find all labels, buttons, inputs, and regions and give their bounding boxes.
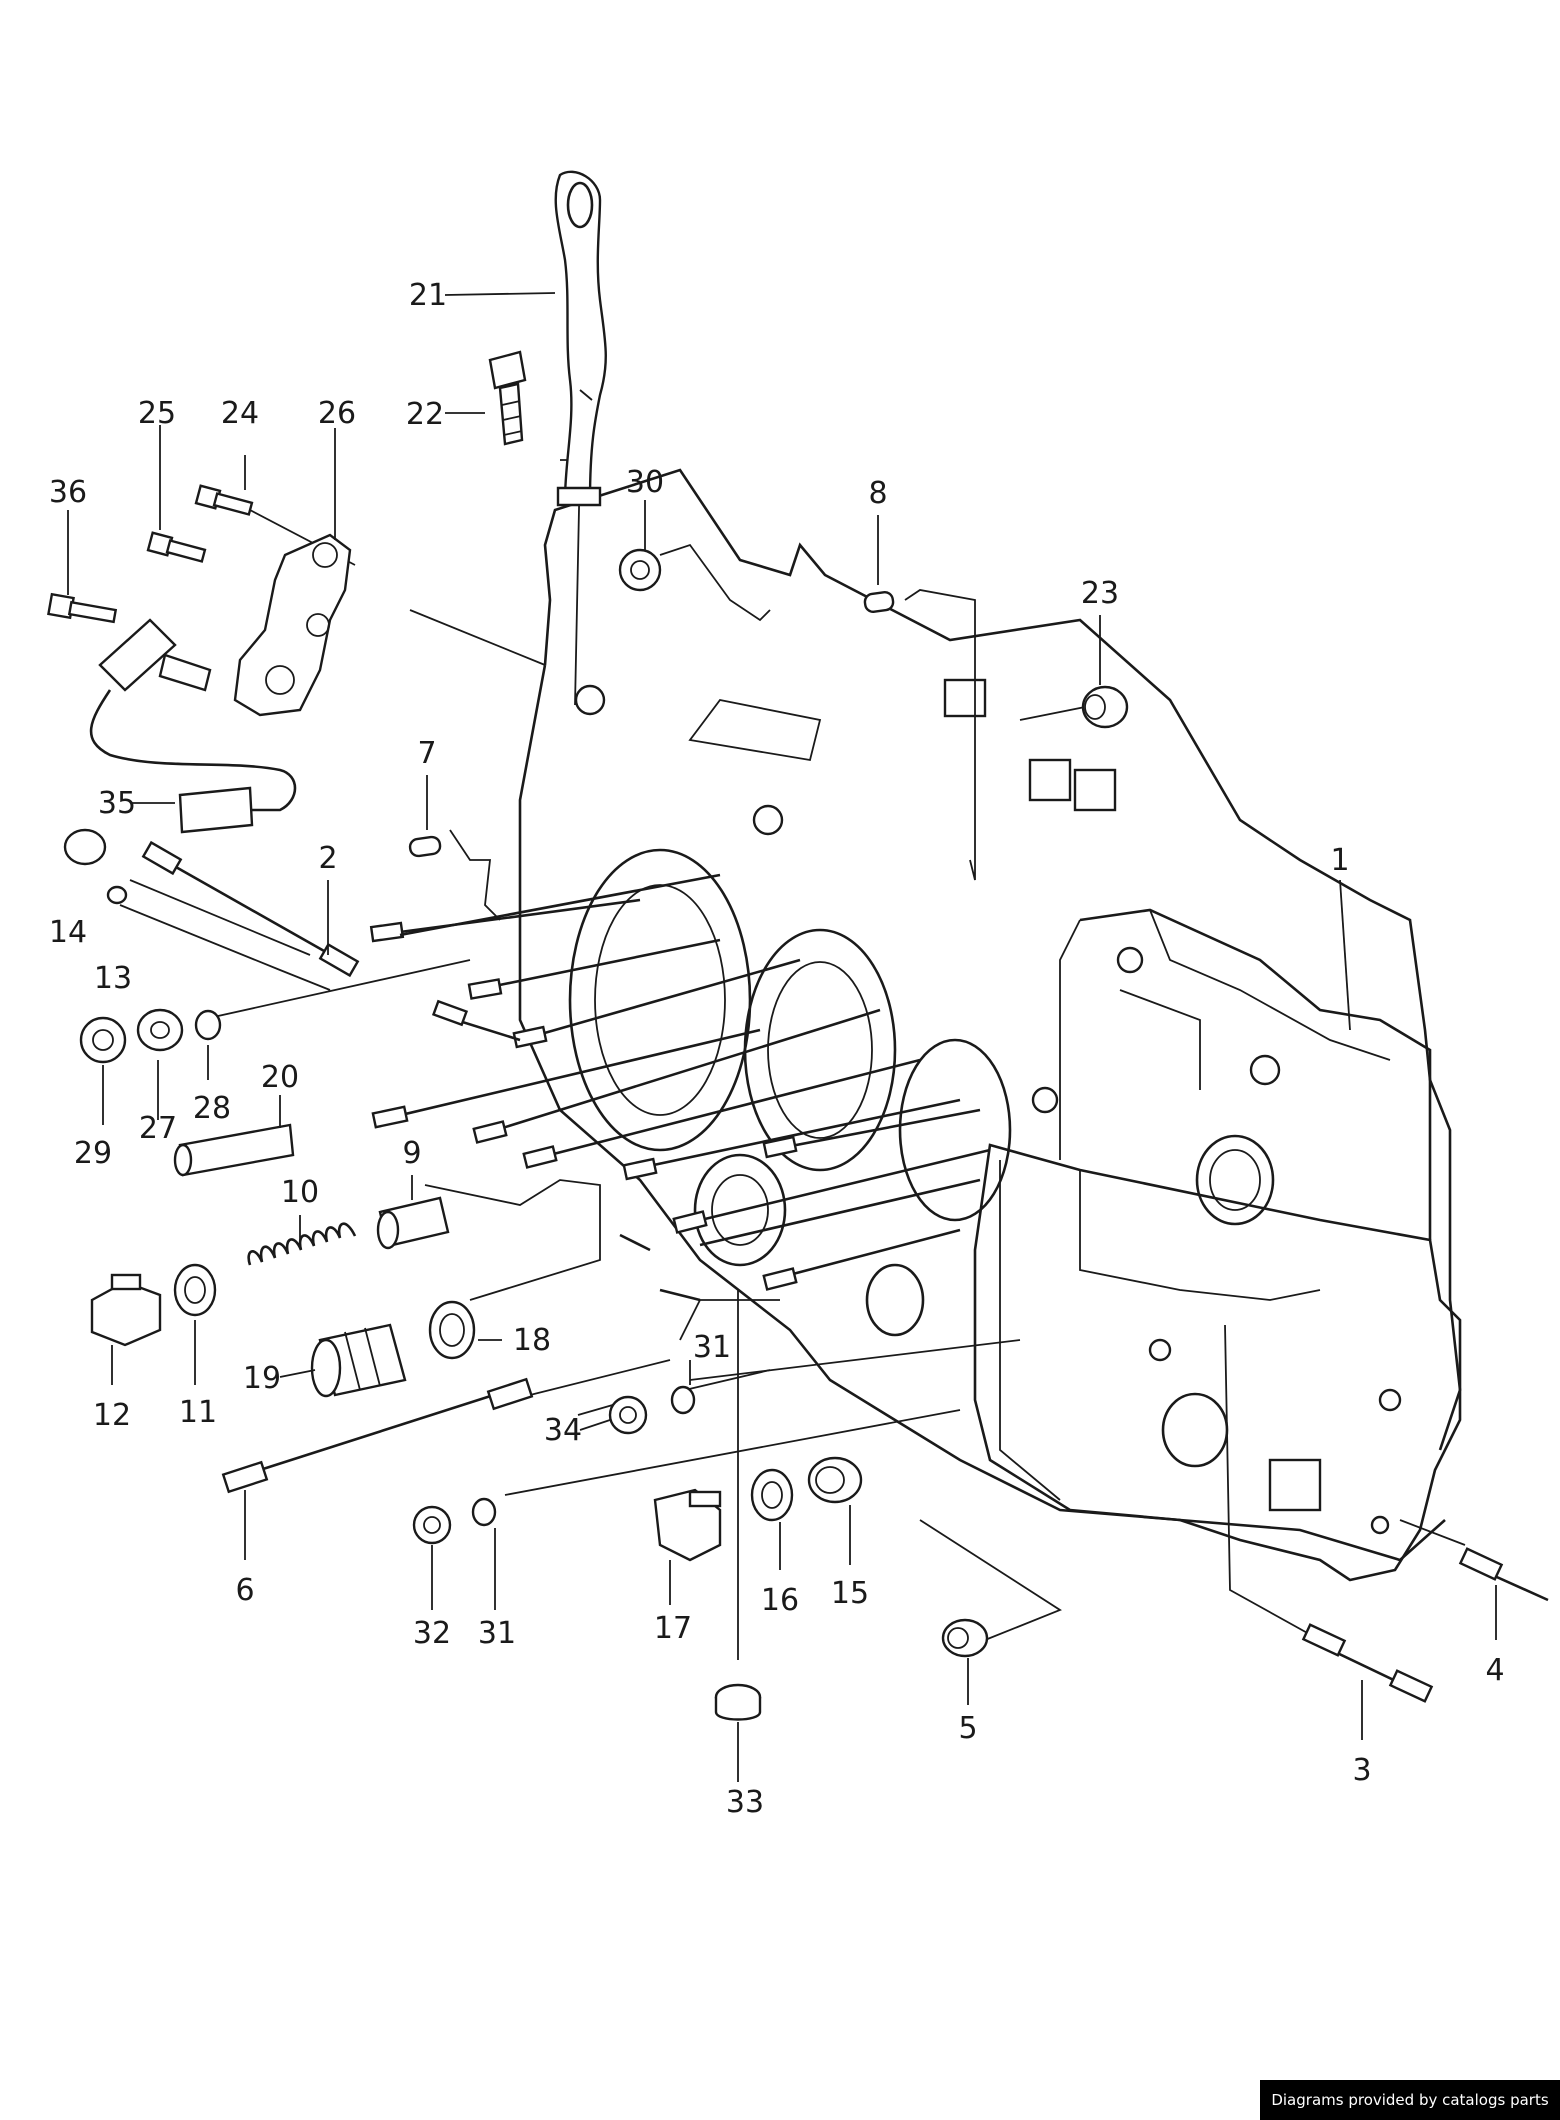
part-35-sensor (89, 618, 297, 834)
callout-20: 20 (261, 1060, 299, 1095)
part-12-plug (90, 1273, 162, 1347)
part-14-cap (63, 828, 107, 866)
part-36-bolt (47, 592, 118, 624)
callout-35: 35 (98, 786, 136, 821)
callout-14: 14 (49, 915, 87, 950)
callout-15: 15 (831, 1576, 869, 1611)
callout-32: 32 (413, 1616, 451, 1651)
part-18-seal (428, 1300, 476, 1360)
callout-7: 7 (417, 736, 436, 771)
callout-16: 16 (761, 1583, 799, 1618)
callout-8: 8 (868, 476, 887, 511)
assembly-lines (119, 459, 1466, 1660)
crankcase-housing (518, 468, 1462, 1582)
part-26-bracket (233, 533, 352, 717)
part-31-washer-upper (670, 1385, 696, 1415)
callout-34: 34 (544, 1413, 582, 1448)
part-4-stud (1458, 1547, 1549, 1602)
callout-leaders (67, 292, 1497, 1782)
callout-4: 4 (1485, 1653, 1504, 1688)
callout-3: 3 (1352, 1753, 1371, 1788)
callout-9: 9 (402, 1136, 421, 1171)
callout-19: 19 (243, 1361, 281, 1396)
part-9-piston (376, 1196, 450, 1250)
callout-12: 12 (93, 1398, 131, 1433)
callout-27: 27 (139, 1111, 177, 1146)
part-31-washer-lower (471, 1497, 497, 1527)
part-6-stud (221, 1377, 534, 1494)
part-15-spring (807, 1456, 863, 1504)
callout-26: 26 (318, 396, 356, 431)
diagram-credit-footer: Diagrams provided by catalogs parts (1260, 2080, 1560, 2120)
part-23-sleeve (1081, 685, 1129, 729)
part-5-sleeve (941, 1618, 989, 1658)
callout-11: 11 (179, 1395, 217, 1430)
callout-25: 25 (138, 396, 176, 431)
callout-10: 10 (281, 1175, 319, 1210)
part-17-plug (653, 1488, 722, 1562)
part-21-bracket (554, 170, 607, 507)
part-29-nut (79, 1016, 127, 1064)
callout-5: 5 (958, 1711, 977, 1746)
through-bolts (369, 873, 991, 1302)
callout-1: 1 (1330, 843, 1349, 878)
part-20-piston (173, 1123, 295, 1177)
part-22-bolt (488, 350, 527, 446)
callout-31b: 31 (478, 1616, 516, 1651)
part-13-plug (106, 885, 128, 905)
callout-28: 28 (193, 1091, 231, 1126)
callout-17: 17 (654, 1611, 692, 1646)
part-7-pin (408, 835, 442, 858)
callout-13: 13 (94, 961, 132, 996)
part-3-stud (1301, 1623, 1434, 1703)
callout-labels: 1 2 3 4 5 6 7 8 9 10 11 12 13 14 15 16 1… (49, 278, 1505, 1820)
part-34-nut (608, 1395, 648, 1435)
callout-18: 18 (513, 1323, 551, 1358)
callout-30: 30 (626, 465, 664, 500)
part-30-nut (618, 548, 662, 592)
part-25-bolt (146, 531, 207, 563)
part-27-washer (136, 1008, 184, 1052)
callout-29: 29 (74, 1136, 112, 1171)
part-16-washer (750, 1468, 794, 1522)
part-2-stud (141, 840, 360, 978)
part-24-bolt (194, 484, 254, 516)
callout-6: 6 (235, 1573, 254, 1608)
callout-23: 23 (1081, 576, 1119, 611)
part-33-cap (714, 1683, 762, 1721)
part-10-spring (247, 1222, 357, 1266)
part-28-ring (194, 1009, 222, 1041)
callout-24: 24 (221, 396, 259, 431)
callout-21: 21 (409, 278, 447, 313)
part-19-fitting (310, 1323, 407, 1398)
part-11-washer (173, 1263, 217, 1317)
callout-2: 2 (318, 841, 337, 876)
callout-36: 36 (49, 475, 87, 510)
callout-22: 22 (406, 397, 444, 432)
part-32-nut (412, 1505, 452, 1545)
callout-33: 33 (726, 1785, 764, 1820)
callout-31a: 31 (693, 1330, 731, 1365)
part-8-pin (863, 590, 895, 614)
